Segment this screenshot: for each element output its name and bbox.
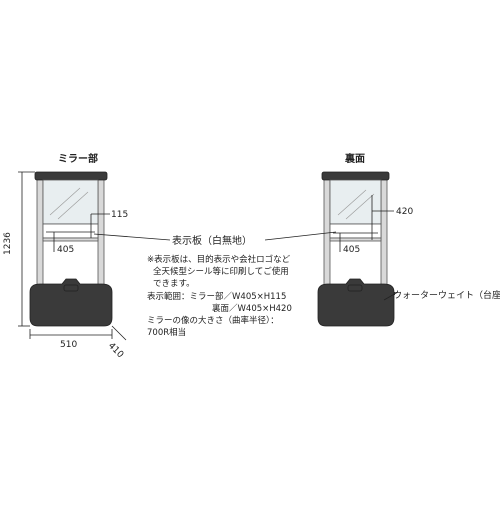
back-crossbar (329, 237, 382, 242)
display-range-1: 表示範囲：ミラー部／W405×H115 (147, 291, 286, 302)
front-display-panel (42, 223, 99, 239)
depth-dim-label: 410 (106, 341, 125, 360)
back-view: 裏面 420 405 ウォーターウェイト（台座） (317, 152, 500, 327)
back-left-post (323, 177, 331, 291)
front-base-cap (63, 284, 79, 292)
width-dim-label: 510 (60, 340, 77, 350)
base-label: ウォーターウェイト（台座） (393, 289, 500, 301)
callout-note-2: 全天候型シール等に印刷してご使用 (153, 266, 289, 277)
front-view: ミラー部 1236 510 410 115 (3, 152, 128, 360)
front-base (29, 278, 113, 327)
back-right-post (380, 177, 388, 291)
panel-width-label: 405 (57, 245, 74, 255)
mirror-reflection (57, 191, 89, 220)
callout: 表示板（白無地） ※表示板は、目的表示や会社ロゴなど 全天候型シール等に印刷して… (93, 231, 337, 338)
back-panel-width-label: 405 (343, 245, 360, 255)
front-top-cap (34, 171, 108, 181)
back-panel (329, 179, 382, 225)
back-base (317, 278, 395, 327)
mirror-size-2: 700R相当 (147, 327, 186, 338)
front-crossbar (42, 237, 99, 242)
callout-note-3: できます。 (153, 279, 195, 289)
panel-reflection (337, 189, 367, 216)
back-base-cap (347, 284, 363, 292)
front-title: ミラー部 (58, 152, 98, 165)
back-title: 裏面 (344, 152, 365, 165)
back-top-cap (321, 171, 390, 181)
panel-reflection (345, 193, 375, 220)
base-leader (383, 291, 399, 301)
display-range-2: 裏面／W405×H420 (212, 303, 292, 314)
callout-leader-left (93, 233, 171, 241)
front-mirror (42, 179, 99, 225)
height-dim-label: 1236 (3, 232, 13, 255)
mirror-height-label: 115 (111, 210, 128, 220)
mirror-reflection (49, 187, 81, 216)
callout-leader-right (264, 231, 337, 241)
front-left-post (36, 177, 44, 291)
mirror-size-1: ミラーの像の大きさ（曲率半径）： (147, 315, 279, 326)
depth-dim-line (111, 325, 127, 341)
back-panel-height-label: 420 (396, 207, 413, 217)
back-lower-panel (329, 223, 382, 239)
callout-title: 表示板（白無地） (172, 234, 252, 247)
callout-note-1: ※表示板は、目的表示や会社ロゴなど (147, 254, 291, 265)
